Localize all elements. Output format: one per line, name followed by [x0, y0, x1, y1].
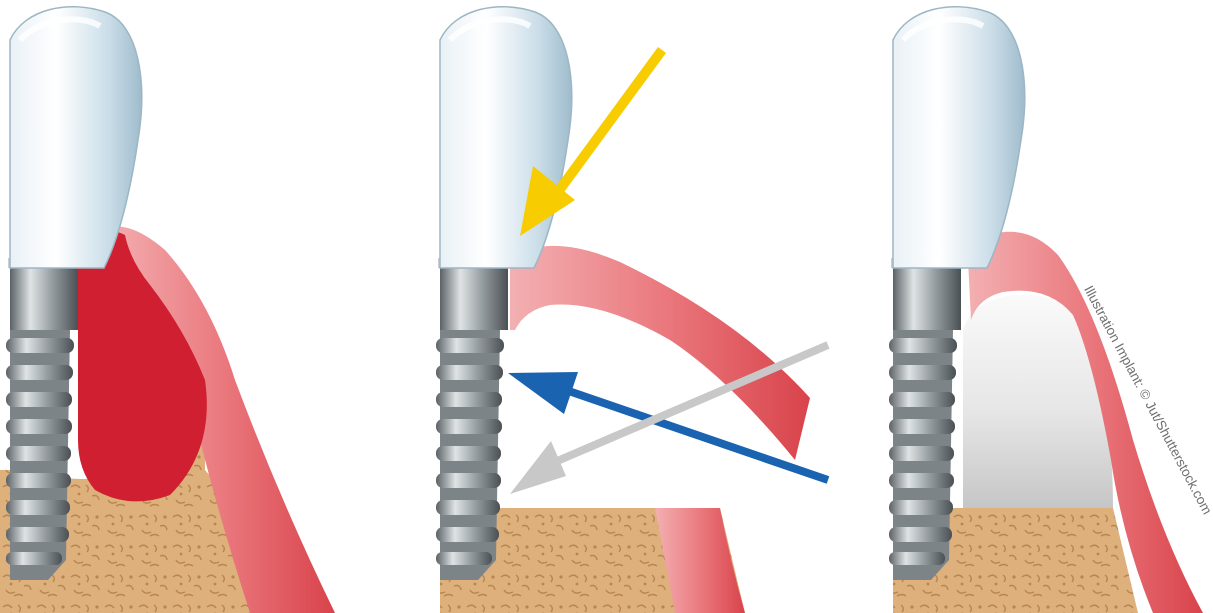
crown-3	[893, 7, 1025, 268]
panel-2	[436, 7, 828, 613]
panel-1	[0, 7, 335, 613]
gum-2	[510, 246, 810, 460]
crown-2	[440, 7, 572, 268]
panel-3	[889, 7, 1203, 613]
